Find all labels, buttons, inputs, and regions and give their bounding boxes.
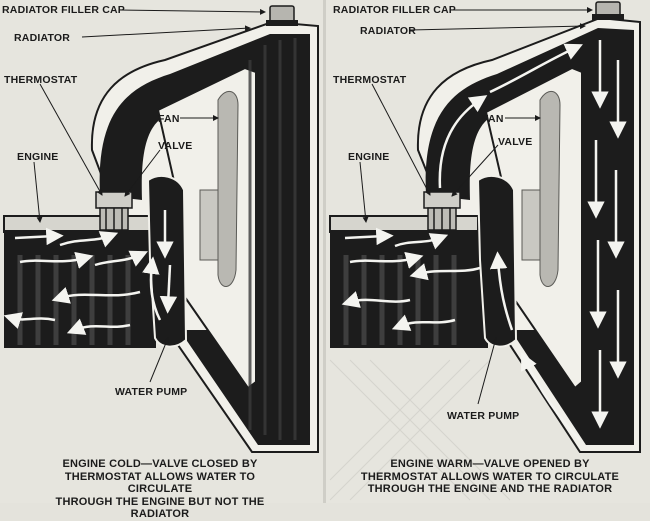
engine-block	[4, 230, 156, 348]
radiator-core	[99, 34, 311, 445]
label-radiator-filler-cap-warm: RADIATOR FILLER CAP	[333, 4, 456, 16]
caption-engine-cold: ENGINE COLD—VALVE CLOSED BY THERMOSTAT A…	[40, 458, 280, 521]
background-hatch	[329, 359, 511, 501]
fan	[217, 90, 239, 287]
caption-line: THERMOSTAT ALLOWS WATER TO CIRCULATE	[360, 470, 620, 483]
label-valve-warm: VALVE	[498, 136, 532, 148]
label-thermostat: THERMOSTAT	[4, 74, 78, 86]
thermostat-warm	[423, 191, 461, 231]
engine-cylinders	[17, 255, 131, 345]
label-radiator: RADIATOR	[14, 32, 70, 44]
label-radiator-filler-cap: RADIATOR FILLER CAP	[2, 4, 125, 16]
engine-warm-panel: RADIATOR FILLER CAP RADIATOR THERMOSTAT …	[329, 1, 641, 501]
panel-divider	[323, 0, 326, 503]
label-fan-warm: FAN	[482, 113, 504, 125]
engine-block-warm	[330, 230, 488, 348]
label-water-pump: WATER PUMP	[115, 386, 187, 398]
label-valve: VALVE	[158, 140, 192, 152]
engine-cold-panel: RADIATOR FILLER CAP RADIATOR THERMOSTAT …	[2, 4, 319, 453]
caption-line: ENGINE WARM—VALVE OPENED BY	[390, 458, 590, 470]
caption-line: THROUGH THE ENGINE AND THE RADIATOR	[367, 483, 613, 495]
leader-lines-right	[359, 7, 593, 405]
label-thermostat-warm: THERMOSTAT	[333, 74, 407, 86]
label-radiator-warm: RADIATOR	[360, 25, 416, 37]
caption-line: ENGINE COLD—VALVE CLOSED BY	[62, 458, 258, 470]
flow-arrows-warm	[341, 40, 627, 441]
label-engine: ENGINE	[17, 151, 58, 163]
caption-engine-warm: ENGINE WARM—VALVE OPENED BY THERMOSTAT A…	[360, 458, 620, 496]
fan-warm	[539, 90, 561, 287]
caption-line: THERMOSTAT ALLOWS WATER TO CIRCULATE	[64, 470, 256, 496]
engine-block-top	[3, 215, 153, 233]
label-fan: FAN	[158, 113, 180, 125]
radiator-filler-cap	[269, 5, 295, 23]
cap-neck-warm	[592, 14, 624, 20]
diagram-svg: RADIATOR FILLER CAP RADIATOR THERMOSTAT …	[2, 1, 641, 501]
label-engine-warm: ENGINE	[348, 151, 389, 163]
radiator-filler-cap-warm	[595, 1, 621, 17]
flow-arrows-cold	[3, 210, 178, 335]
fan-hub	[199, 189, 219, 261]
radiator-core-texture	[248, 38, 297, 440]
thermostat	[95, 191, 133, 231]
caption-line: THROUGH THE ENGINE BUT NOT THE RADIATOR	[55, 495, 265, 521]
leader-lines-left	[33, 8, 266, 383]
water-pump	[146, 174, 188, 348]
fan-hub-warm	[521, 189, 541, 261]
cap-neck	[266, 20, 298, 26]
label-water-pump-warm: WATER PUMP	[447, 410, 519, 422]
